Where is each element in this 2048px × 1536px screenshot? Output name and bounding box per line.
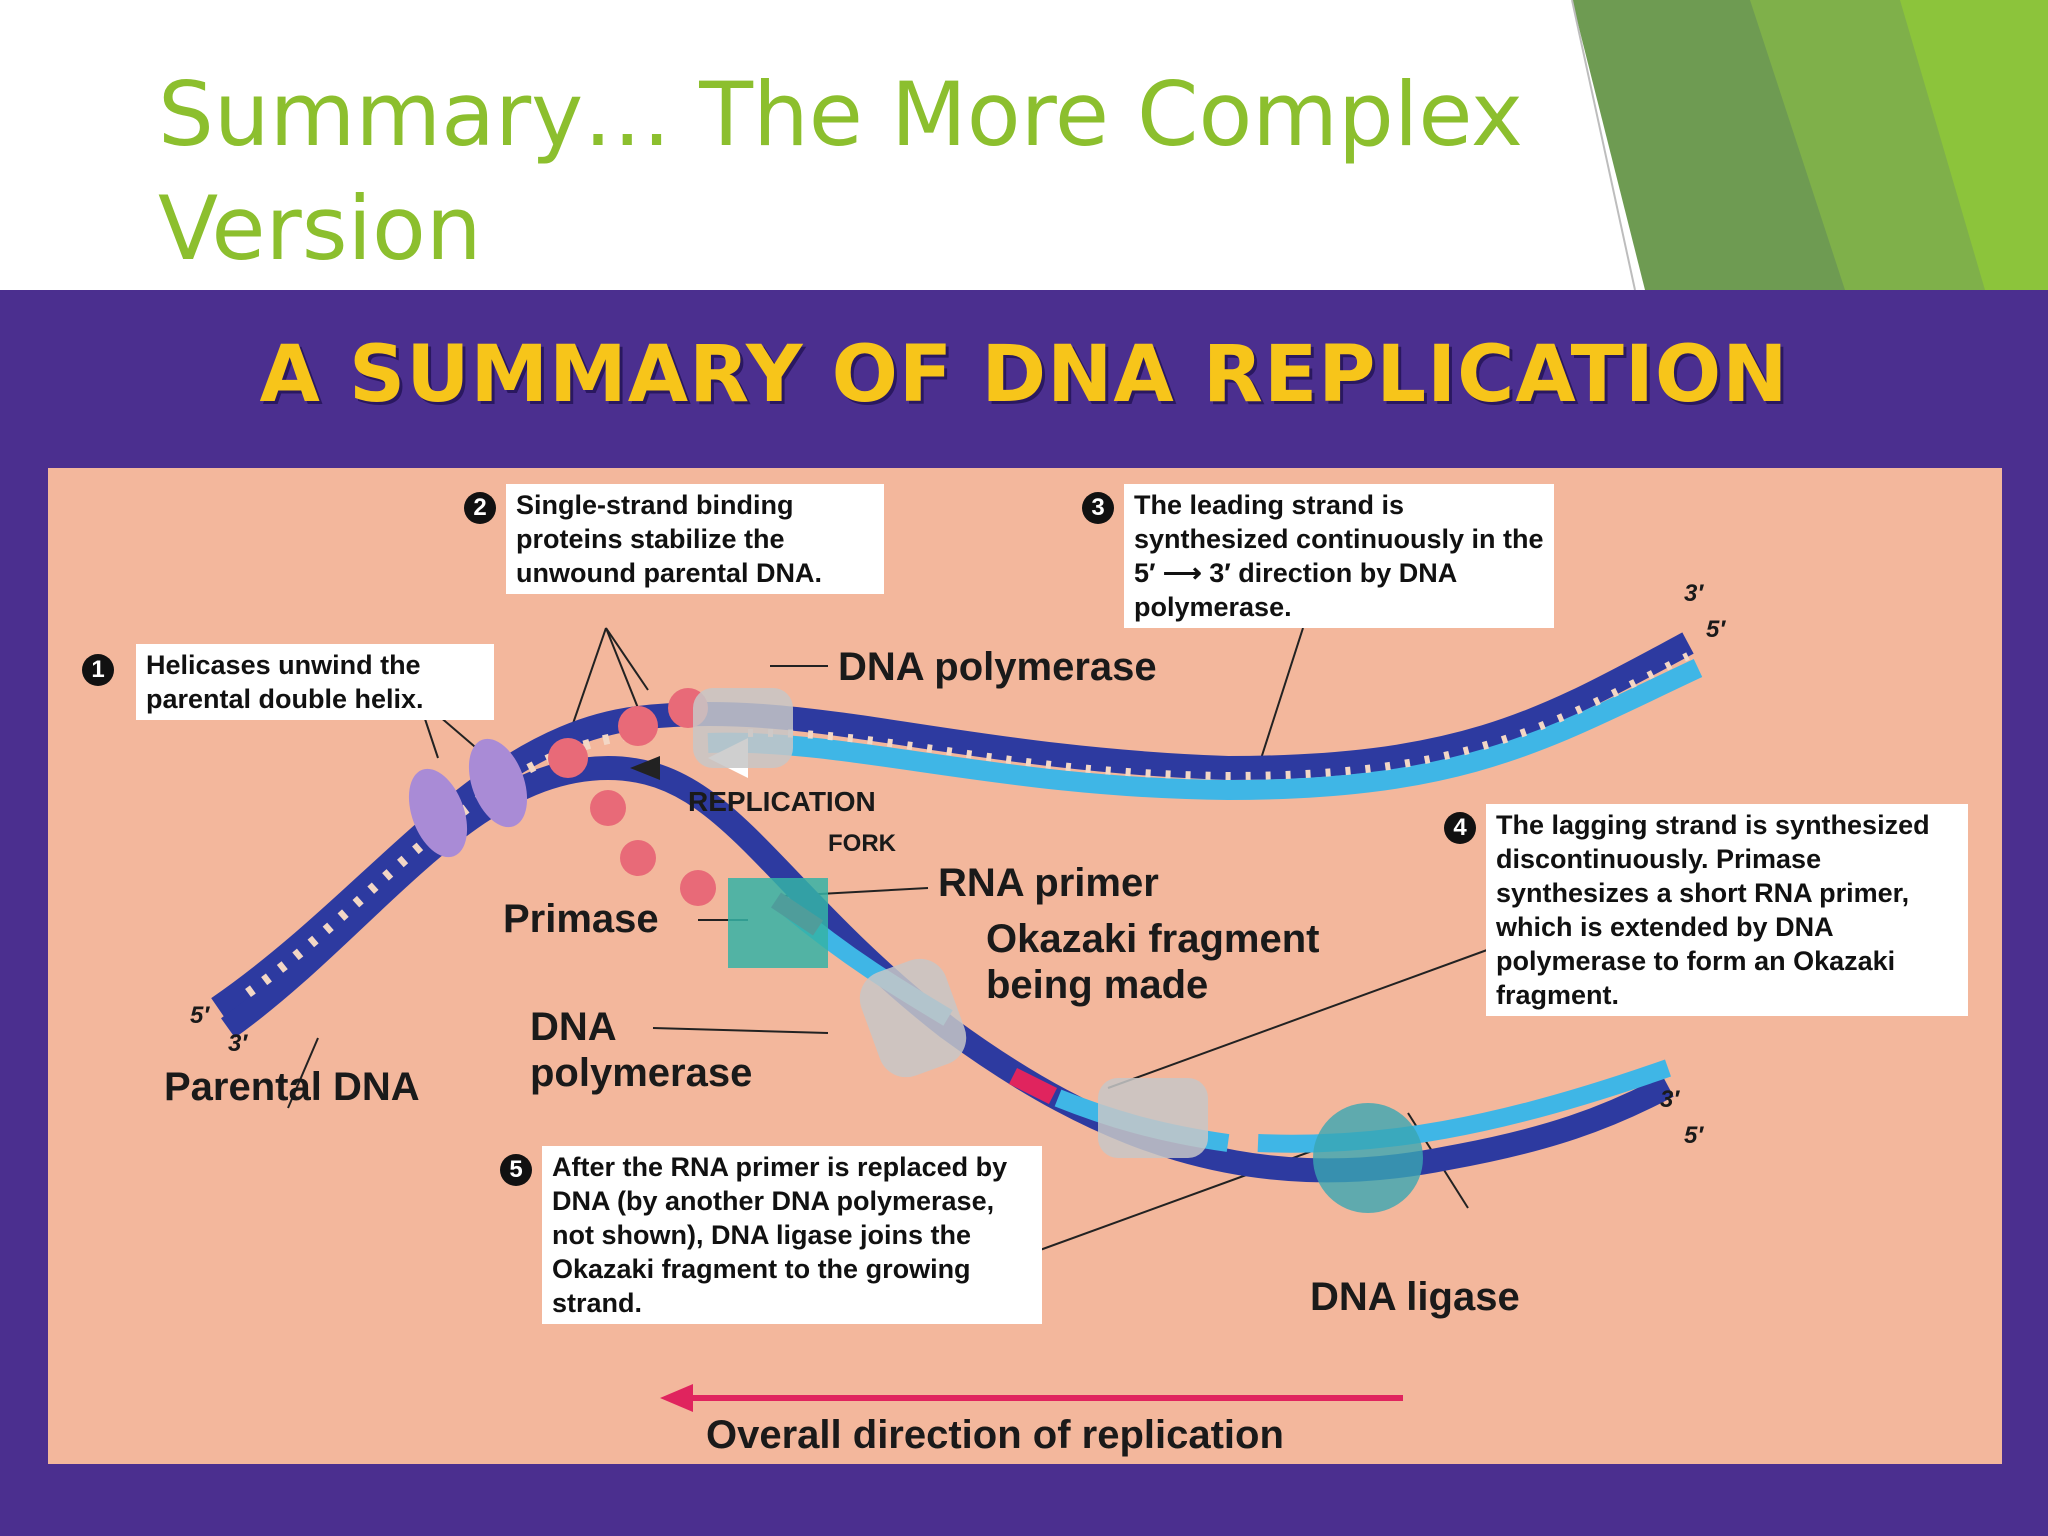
label-dna-ligase: DNA ligase [1310, 1275, 1520, 1319]
step-4-callout: The lagging strand is synthesized discon… [1486, 804, 1968, 1016]
ssb-protein-2 [618, 706, 658, 746]
step-1-number: 1 [82, 654, 114, 686]
step-4-number: 4 [1444, 812, 1476, 844]
leader-parental [287, 1037, 319, 1109]
leader-ssb-2 [605, 627, 639, 709]
leader-ssb-1 [567, 627, 607, 739]
label-parental-dna: Parental DNA [164, 1065, 420, 1109]
step-5-callout: After the RNA primer is replaced by DNA … [542, 1146, 1042, 1324]
label-okazaki-line1: Okazaki fragment [986, 917, 1320, 961]
end-left-5: 5′ [190, 1002, 210, 1029]
leader-leading [1257, 627, 1304, 769]
diagram-heading: A SUMMARY OF DNA REPLICATION [259, 330, 1789, 420]
dna-replication-diagram [211, 627, 1703, 1412]
step-2-callout: Single-strand binding proteins stabilize… [506, 484, 884, 594]
dna-polymerase-lagging-2 [1098, 1078, 1208, 1158]
step-2-number: 2 [464, 492, 496, 524]
end-bottom-right-5: 5′ [1684, 1122, 1704, 1149]
step-1-callout: Helicases unwind the parental double hel… [136, 644, 494, 720]
dna-ligase-protein [1313, 1103, 1423, 1213]
step-3-callout: The leading strand is synthesized contin… [1124, 484, 1554, 628]
overall-direction-arrowhead [660, 1384, 693, 1412]
dna-polymerase-leading [693, 688, 793, 768]
ssb-protein-5 [620, 840, 656, 876]
dna-polymerase-lagging-1 [859, 958, 967, 1078]
label-dna-polymerase-top: DNA polymerase [838, 645, 1157, 689]
rna-primer-2 [1008, 1067, 1058, 1105]
corner-edge-line [1571, 0, 1636, 291]
slide-title: Summary… The More Complex Version [158, 63, 1523, 280]
leader-ssb-3 [605, 627, 649, 691]
helicase-protein-1 [408, 768, 468, 858]
leading-strand [707, 658, 1703, 801]
ssb-protein-4 [590, 790, 626, 826]
primase-protein [728, 878, 828, 968]
okazaki-fragment-old [1257, 1059, 1671, 1153]
step-3-number: 3 [1082, 492, 1114, 524]
ssb-protein-6 [680, 870, 716, 906]
ssb-protein-1 [548, 738, 588, 778]
fork-direction-arrow [630, 756, 660, 780]
label-fork: FORK [828, 830, 896, 857]
diagram-area: 1 Helicases unwind the parental double h… [48, 468, 2002, 1464]
label-okazaki-line2: being made [986, 963, 1209, 1007]
corner-stripe-light [1900, 0, 2048, 290]
leader-polymerase-mid [652, 1027, 829, 1034]
end-top-right-5: 5′ [1706, 616, 1726, 643]
leading-strand-rungs [747, 652, 1690, 781]
label-rna-primer: RNA primer [938, 861, 1159, 905]
end-bottom-right-3: 3′ [1660, 1086, 1680, 1113]
corner-decoration [1571, 0, 2048, 291]
label-dna-polymerase-mid-line2: polymerase [530, 1051, 753, 1095]
label-replication: REPLICATION [688, 786, 876, 817]
step-5-number: 5 [500, 1154, 532, 1186]
end-top-right-3: 3′ [1684, 580, 1704, 607]
label-dna-polymerase-mid-line1: DNA [530, 1005, 617, 1049]
label-primase: Primase [503, 897, 659, 941]
helicase-protein-2 [468, 738, 528, 828]
leader-lagging [1107, 945, 1499, 1089]
label-overall-direction: Overall direction of replication [706, 1413, 1284, 1457]
end-left-3: 3′ [228, 1030, 248, 1057]
